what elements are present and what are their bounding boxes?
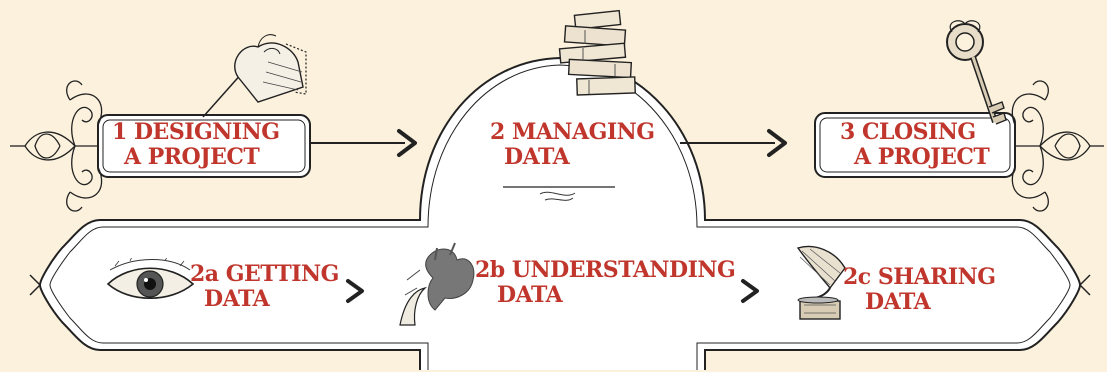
stage-1-line1: 1 DESIGNING <box>112 119 280 145</box>
stage-3-line1: 3 CLOSING <box>840 119 976 145</box>
arrow-right-icon <box>741 279 759 303</box>
substage-2a-line2: DATA <box>204 286 270 312</box>
manage-data-arch-inner <box>49 64 1071 370</box>
arrow-right-icon <box>767 129 787 157</box>
substage-2b-line2: DATA <box>497 282 563 308</box>
banner-right-tail <box>1079 274 1091 296</box>
substage-2c-label: 2c SHARING DATA <box>843 265 996 315</box>
stage-2-line2: DATA <box>504 144 570 170</box>
arrow-right-icon <box>397 129 417 157</box>
book-stack-icon <box>558 9 636 96</box>
manage-data-arch-outline <box>38 56 1082 370</box>
eye-icon <box>106 258 195 300</box>
stage-1-label: 1 DESIGNING A PROJECT <box>112 120 280 170</box>
divider-flourish <box>539 191 576 201</box>
left-flourish-ornament <box>10 80 103 212</box>
arrow-right-icon <box>346 279 364 303</box>
substage-2b-label: 2b UNDERSTANDING DATA <box>475 257 736 308</box>
stage-3-box-inner <box>819 117 1011 173</box>
hand-shadow-rabbit-icon <box>399 242 475 326</box>
substage-2a-line1: 2a GETTING <box>190 261 339 287</box>
substage-2b-line1: 2b UNDERSTANDING <box>475 257 736 283</box>
stage-3-box-outer <box>814 112 1016 178</box>
stage-1-box-inner <box>102 119 306 173</box>
right-flourish-ornament <box>1011 80 1104 212</box>
stage-3-line2: A PROJECT <box>854 144 990 170</box>
substage-2a-label: 2a GETTING DATA <box>190 262 339 312</box>
stage-2-line1: 2 MANAGING <box>490 119 655 145</box>
stage-1-line2: A PROJECT <box>124 144 260 170</box>
stage-2-label: 2 MANAGING DATA <box>490 120 655 170</box>
banner-left-tail <box>29 274 41 296</box>
quill-hand-icon <box>202 34 307 118</box>
stage-3-label: 3 CLOSING A PROJECT <box>840 119 990 170</box>
substage-2c-line2: DATA <box>865 289 931 315</box>
key-icon <box>946 20 1007 125</box>
substage-2c-line1: 2c SHARING <box>843 264 996 290</box>
gramophone-icon <box>796 245 846 320</box>
